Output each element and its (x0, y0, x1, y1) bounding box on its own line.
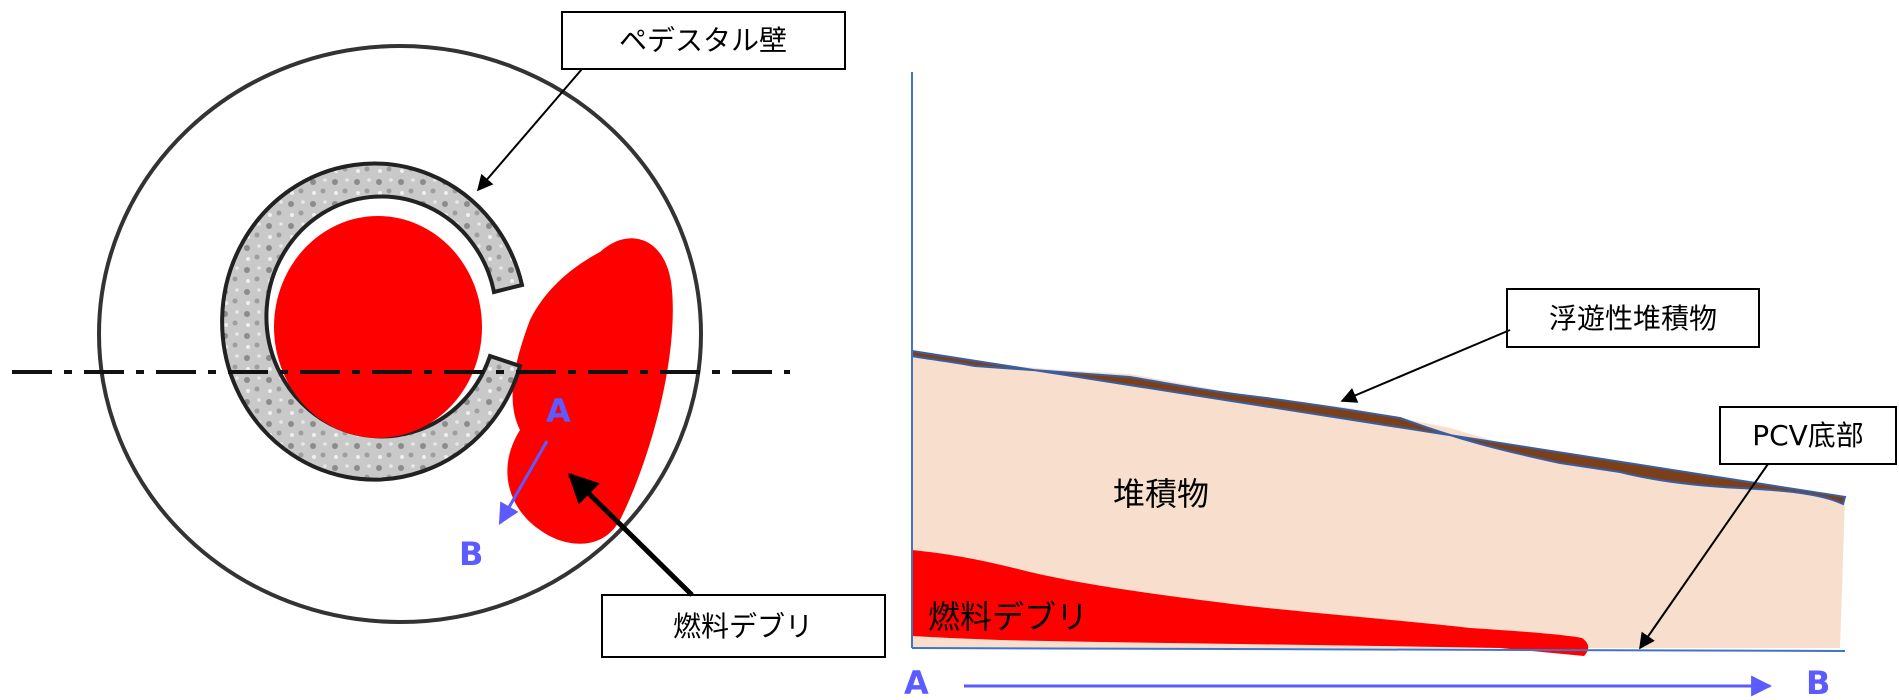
pcv-outer-circle (97, 44, 703, 624)
point-b-plan: B (459, 535, 483, 573)
pedestal-wall (220, 161, 525, 482)
floating-deposit-label: 浮遊性堆積物 (1549, 302, 1717, 335)
outer-debris-blob (507, 238, 673, 544)
ab-arrow-plan (498, 440, 549, 525)
point-b-section: B (1806, 664, 1830, 700)
fuel-debris-section-label: 燃料デブリ (928, 598, 1088, 636)
pcv-bottom-label: PCV底部 (1752, 419, 1864, 452)
pedestal-wall-callout: ペデスタル壁 (476, 11, 846, 192)
pcv-bottom-callout: PCV底部 (1639, 406, 1897, 650)
floating-deposit-layer (911, 349, 1847, 506)
deposit-label: 堆積物 (1113, 475, 1209, 513)
deposit-layer (912, 352, 1845, 648)
callout-box (1506, 288, 1760, 348)
callout-arrow (1340, 329, 1511, 403)
callout-arrow (1639, 463, 1769, 650)
pedestal-wall-label: ペデスタル壁 (619, 24, 787, 57)
callout-arrow (476, 68, 583, 192)
inner-debris (274, 216, 482, 438)
point-a-plan: A (546, 392, 571, 430)
callout-box (1719, 406, 1897, 465)
callout-box (561, 11, 846, 70)
plan-view: A B ペデスタル壁 燃料デブリ (12, 11, 886, 658)
callout-box (601, 594, 886, 658)
floating-deposit-callout: 浮遊性堆積物 (1340, 288, 1760, 403)
section-view: 堆積物 燃料デブリ 浮遊性堆積物 PCV底部 A B (904, 72, 1897, 700)
fuel-debris-callout: 燃料デブリ (567, 472, 886, 658)
fuel-debris-label: 燃料デブリ (673, 610, 813, 643)
callout-arrow (567, 472, 694, 597)
point-a-section: A (904, 664, 929, 700)
fuel-debris-layer (912, 550, 1589, 656)
pcv-bottom-line (911, 647, 1846, 652)
